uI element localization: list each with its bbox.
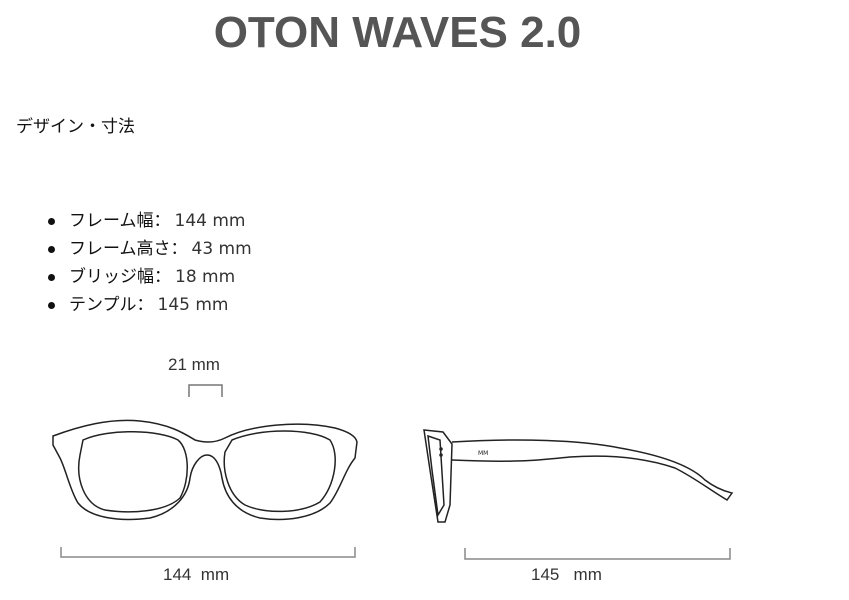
page-title: OTON WAVES 2.0 [213,8,582,57]
spec-item-frame-width: フレーム幅：144 mm [48,207,252,235]
spec-item-temple: テンプル：145 mm [48,291,252,319]
bullet-icon [48,273,55,281]
spec-item-bridge-width: ブリッジ幅：18 mm [48,263,252,291]
bridge-dimension-bracket [188,384,223,397]
temple-dimension-label: 145 mm [531,565,602,584]
front-view-glasses [52,419,358,521]
spec-list: フレーム幅：144 mm フレーム高さ：43 mm ブリッジ幅：18 mm テン… [48,207,252,319]
bridge-dimension-label: 21 mm [168,355,220,374]
bullet-icon [48,217,55,225]
side-view-glasses: MM [423,429,734,523]
frame-width-dimension-bracket [60,547,356,558]
bullet-icon [48,245,55,253]
frame-width-dimension-label: 144 mm [163,565,230,584]
bullet-icon [48,301,55,309]
temple-logo: MM [478,450,488,457]
spec-item-frame-height: フレーム高さ：43 mm [48,235,252,263]
temple-dimension-bracket [464,548,731,560]
section-heading: デザイン・寸法 [16,117,135,137]
